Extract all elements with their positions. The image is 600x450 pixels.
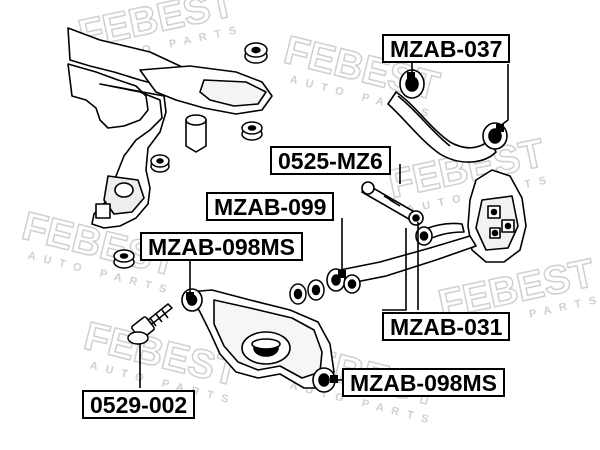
part-label-mzab-037: MZAB-037 [382, 34, 511, 63]
upper-control-arm [386, 69, 508, 163]
eccentric-bolt [127, 302, 174, 345]
subframe [67, 27, 273, 229]
subframe-bushings [113, 42, 268, 269]
lateral-link [326, 222, 477, 294]
link-bushings [289, 279, 325, 305]
knuckle-assembly [467, 169, 527, 263]
part-label-0529-002: 0529-002 [82, 390, 196, 419]
leader-markers [186, 72, 504, 383]
part-label-0525-mz6: 0525-MZ6 [270, 146, 391, 175]
part-label-mzab-098ms-right: MZAB-098MS [342, 368, 505, 397]
part-label-mzab-099: MZAB-099 [206, 192, 335, 221]
adjusting-link [360, 181, 424, 226]
part-label-mzab-098ms-left: MZAB-098MS [140, 232, 303, 261]
part-label-mzab-031: MZAB-031 [382, 312, 511, 341]
